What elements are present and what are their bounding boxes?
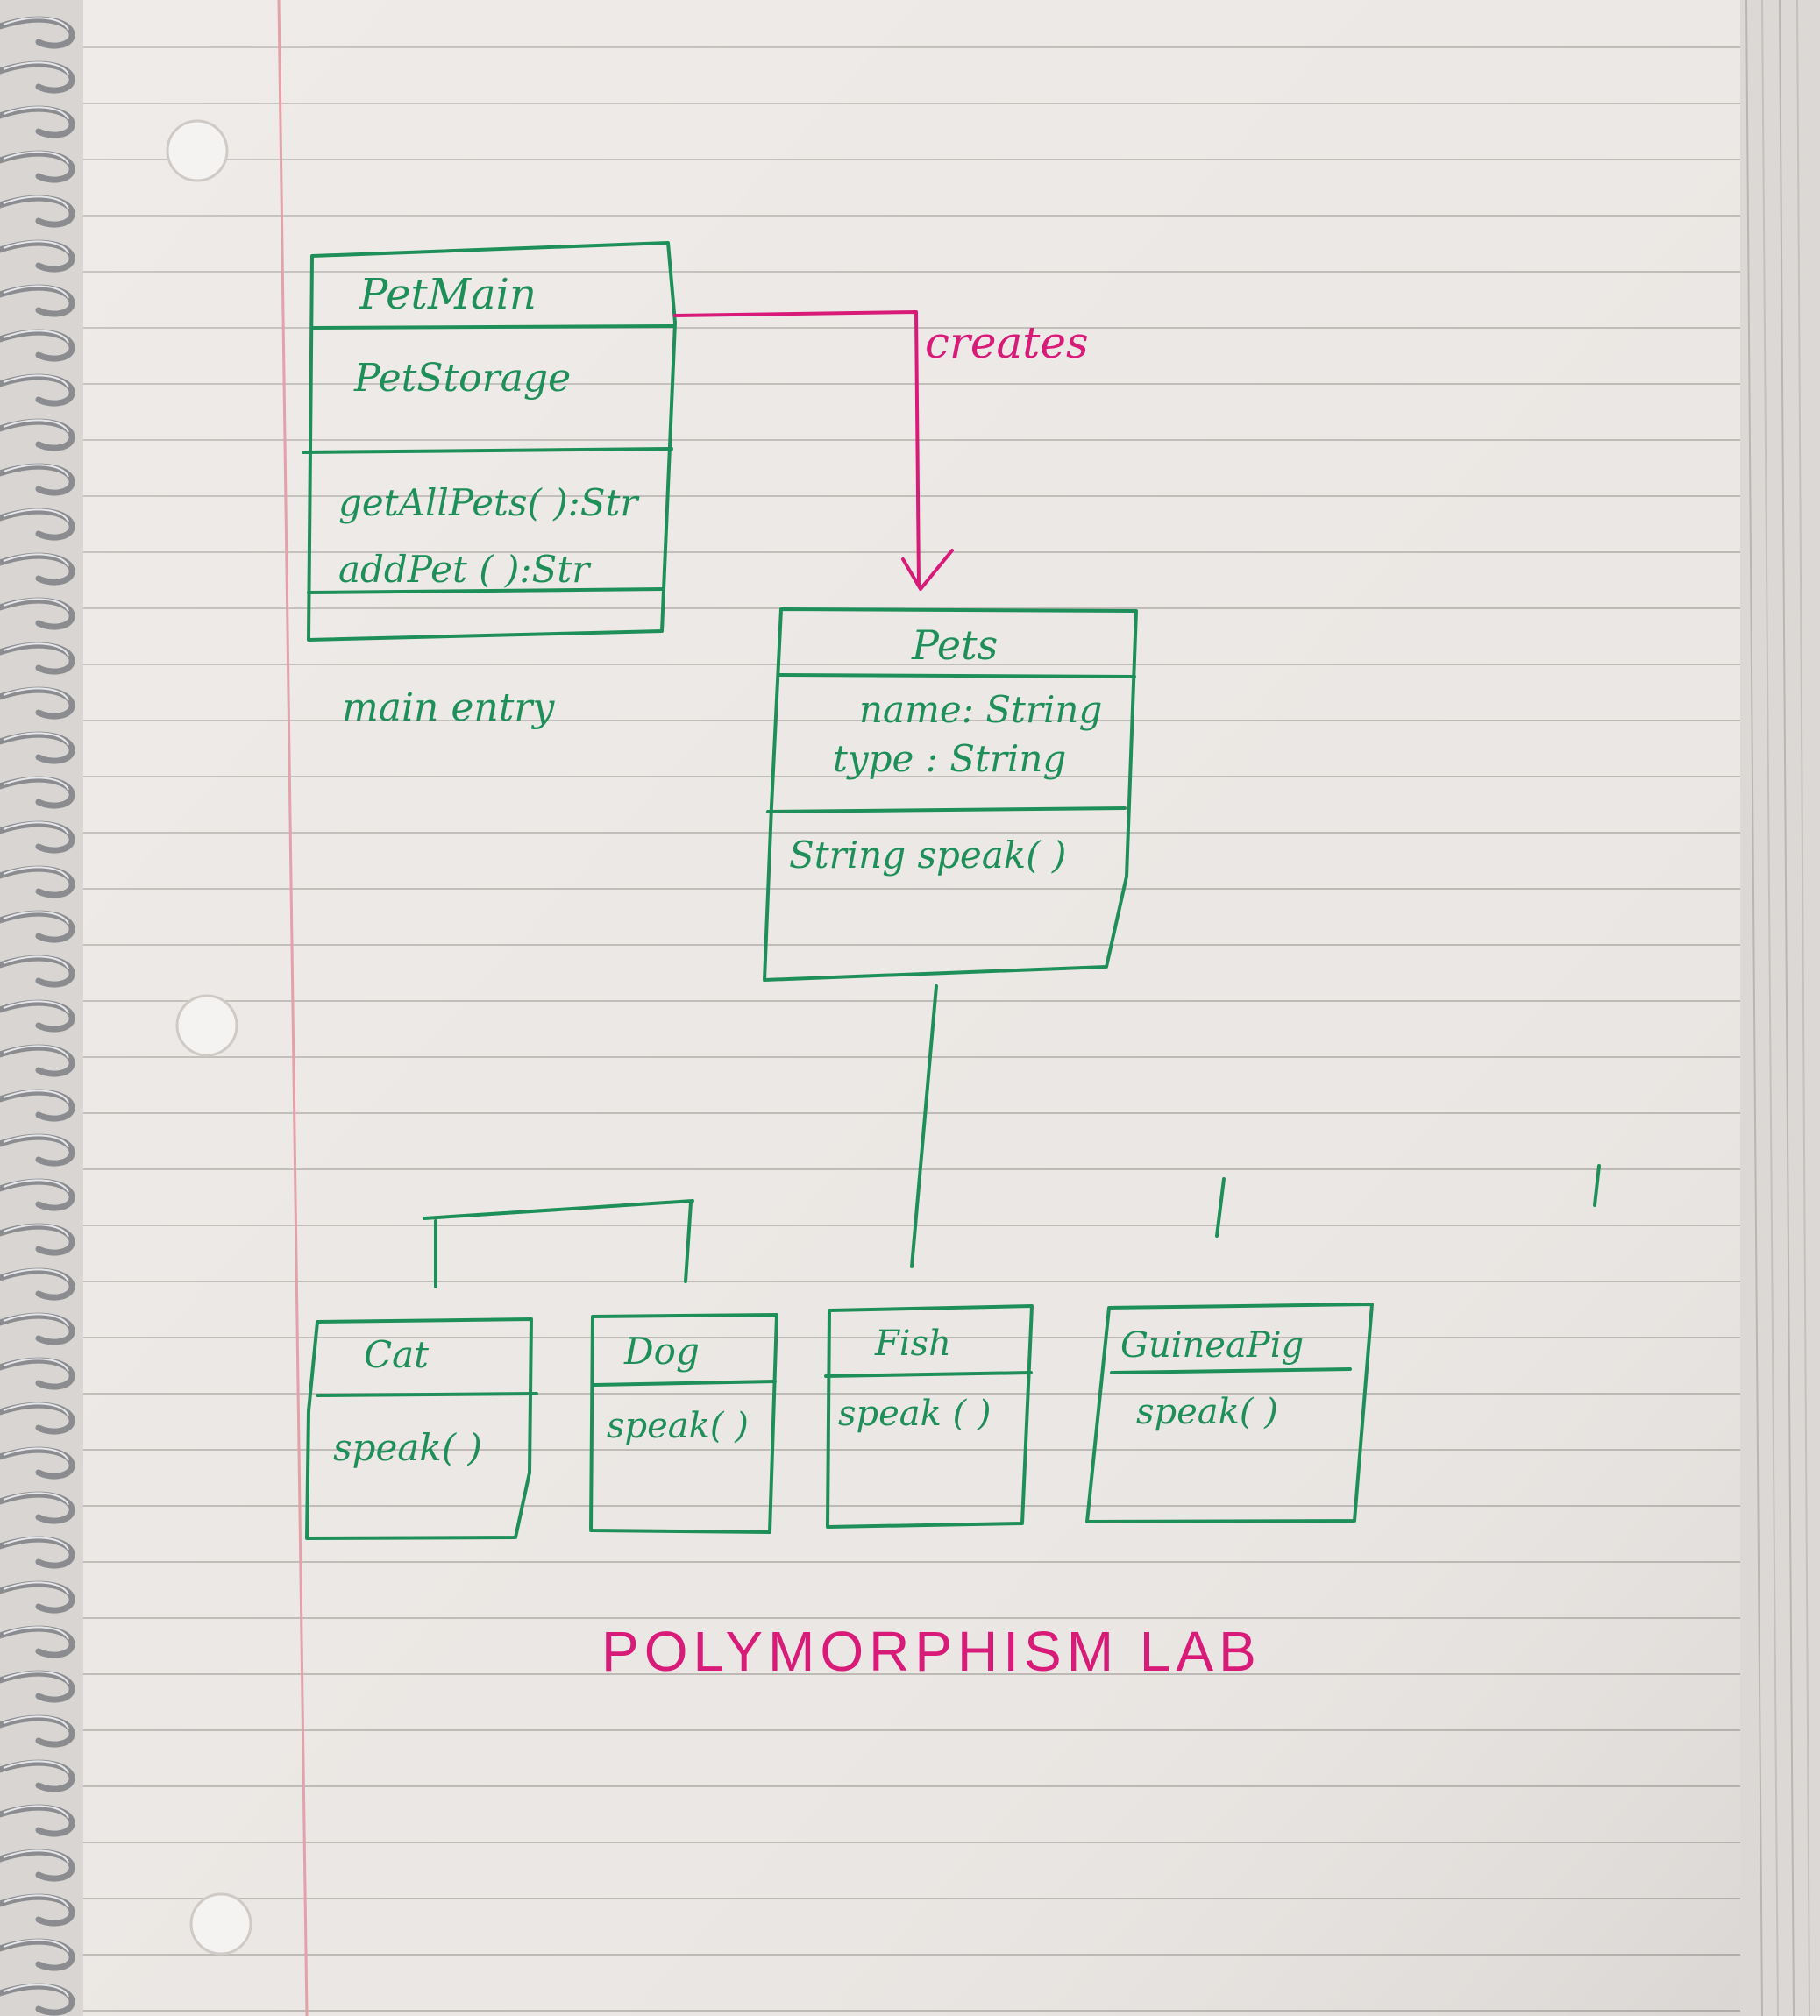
creates-label: creates	[925, 317, 1089, 368]
spiral-coil	[0, 1714, 75, 1748]
spiral-coil	[0, 731, 75, 764]
petmain-note: main entry	[342, 685, 555, 730]
fish-method-speak: speak ( )	[838, 1394, 992, 1434]
dog-method-speak: speak( )	[607, 1406, 749, 1446]
spiral-coil	[0, 1402, 75, 1435]
diagram-title: POLYMORPHISM LAB	[601, 1620, 1262, 1683]
punch-hole	[175, 994, 238, 1057]
spiral-coil	[0, 195, 75, 228]
spiral-coil	[0, 910, 75, 943]
pets-class-box	[763, 607, 1138, 982]
cat-class-name: Cat	[364, 1333, 429, 1376]
spiral-coil	[0, 1357, 75, 1390]
spiral-coil	[0, 1446, 75, 1480]
spiral-coil	[0, 16, 75, 49]
spiral-coil	[0, 1491, 75, 1524]
spiral-coil	[0, 776, 75, 809]
spiral-coil	[0, 1178, 75, 1211]
spiral-coil	[0, 1580, 75, 1614]
spiral-coil	[0, 150, 75, 183]
spiral-coil	[0, 999, 75, 1033]
spiral-coil	[0, 1089, 75, 1122]
inheritance-connectors	[423, 984, 1601, 1288]
spiral-coil	[0, 105, 75, 138]
guineapig-method-speak: speak( )	[1136, 1392, 1278, 1432]
guineapig-class-box	[1085, 1303, 1374, 1523]
guineapig-class-name: GuineaPig	[1120, 1325, 1304, 1366]
cat-class-box	[305, 1317, 538, 1540]
spiral-coil	[0, 686, 75, 720]
petmain-method-addpet: addPet ( ):Str	[338, 548, 592, 591]
spiral-coil	[0, 1670, 75, 1703]
spiral-coil	[0, 284, 75, 317]
pets-attribute-type: type : String	[833, 737, 1066, 780]
pets-class-name: Pets	[911, 621, 998, 669]
fish-class-box	[824, 1304, 1034, 1529]
spiral-coil	[0, 508, 75, 541]
petmain-class-box	[302, 241, 677, 642]
spiral-coil	[0, 418, 75, 451]
petmain-method-getallpets: getAllPets( ):Str	[338, 481, 640, 524]
spiral-coil	[0, 1759, 75, 1792]
cat-method-speak: speak( )	[333, 1426, 482, 1469]
spiral-binding	[0, 0, 83, 2016]
spiral-coil	[0, 1267, 75, 1301]
spiral-coil	[0, 329, 75, 362]
spiral-coil	[0, 463, 75, 496]
spiral-coil	[0, 1804, 75, 1837]
dog-class-box	[589, 1313, 778, 1534]
dog-class-name: Dog	[623, 1330, 700, 1373]
spiral-coil	[0, 1133, 75, 1167]
petmain-class-name: PetMain	[359, 270, 537, 319]
spiral-coil	[0, 642, 75, 675]
spiral-coil	[0, 865, 75, 898]
spiral-coil	[0, 1983, 75, 2016]
page-stack-edge	[1740, 0, 1820, 2016]
spiral-coil	[0, 1223, 75, 1256]
spiral-coil	[0, 373, 75, 407]
petmain-attribute: PetStorage	[353, 356, 571, 401]
spiral-coil	[0, 239, 75, 273]
pets-method-speak: String speak( )	[789, 834, 1066, 877]
creates-arrow	[673, 310, 954, 591]
spiral-coil	[0, 1849, 75, 1882]
fish-class-name: Fish	[874, 1324, 951, 1364]
spiral-coil	[0, 820, 75, 854]
spiral-coil	[0, 1938, 75, 1971]
punch-hole	[189, 1892, 252, 1956]
punch-hole	[166, 119, 229, 182]
spiral-coil	[0, 597, 75, 630]
spiral-coil	[0, 1893, 75, 1927]
spiral-coil	[0, 1625, 75, 1658]
pets-attribute-name: name: String	[859, 688, 1102, 731]
spiral-coil	[0, 1536, 75, 1569]
spiral-coil	[0, 1044, 75, 1077]
spiral-coil	[0, 1312, 75, 1345]
spiral-coil	[0, 552, 75, 586]
margin-line	[277, 0, 309, 2016]
spiral-coil	[0, 955, 75, 988]
spiral-coil	[0, 60, 75, 94]
